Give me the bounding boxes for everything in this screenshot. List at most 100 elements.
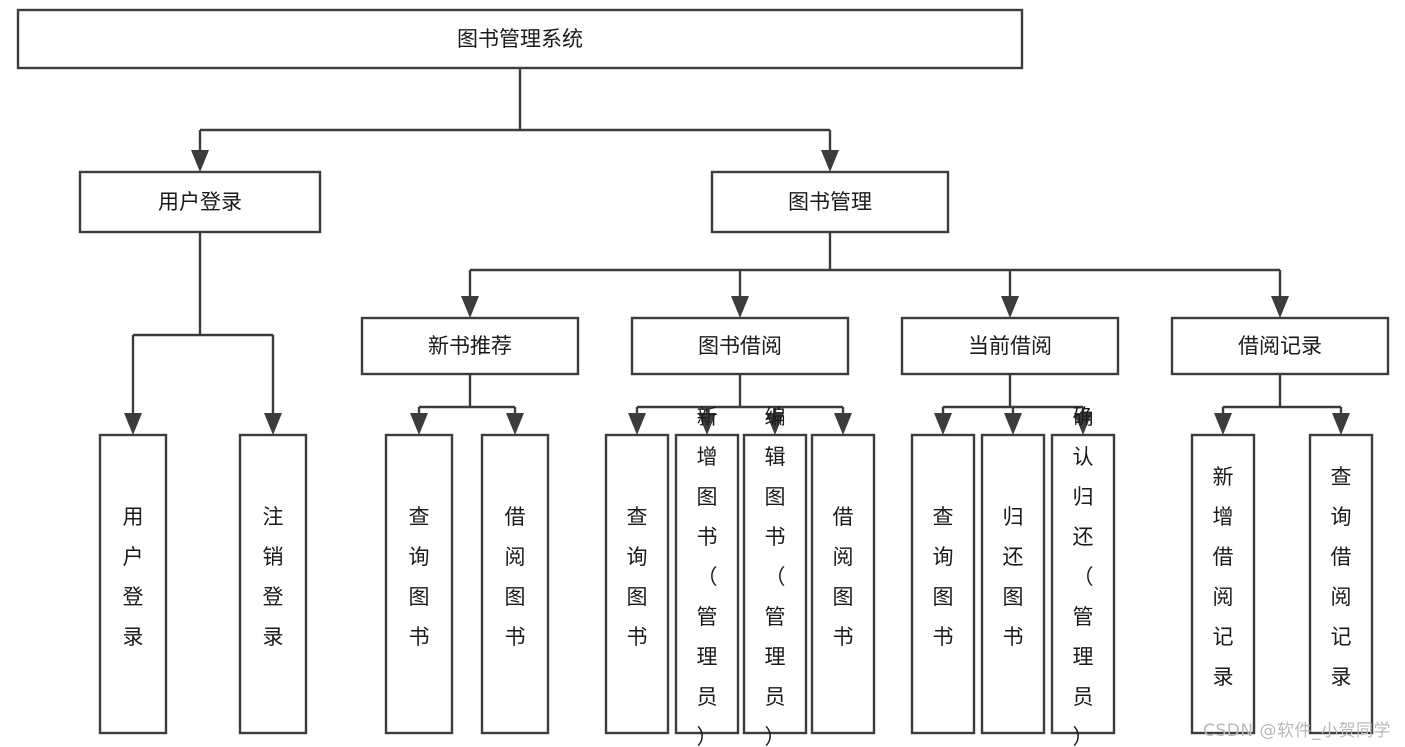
node-leaf-query-book-borrow[interactable]: 查询图书 [604,433,670,735]
branch-leaf-add-book-arrowhead [698,413,716,435]
node-box-root[interactable] [16,8,1024,70]
node-current-borrow[interactable]: 当前借阅 [900,316,1120,376]
node-box-leaf-return-book[interactable] [980,433,1046,735]
node-label-leaf-query-book-rec: 查询图书 [409,505,430,649]
node-label-leaf-add-record: 新增借阅记录 [1213,465,1234,689]
node-new-book-rec[interactable]: 新书推荐 [360,316,580,376]
node-label-char: 登 [263,585,284,609]
branch-leaf-query-book-borrow-arrowhead [628,413,646,435]
node-leaf-confirm-return[interactable]: 确认归还（管理员） [1050,405,1116,747]
node-leaf-add-record[interactable]: 新增借阅记录 [1190,433,1256,735]
node-label-char: 录 [1213,665,1234,689]
connectors-layer [124,68,1350,435]
node-box-current-borrow[interactable] [900,316,1120,376]
branch-leaf-logout-arrowhead [264,413,282,435]
node-label-char: 管 [697,605,718,629]
node-label-char: 用 [123,505,144,529]
node-leaf-add-book[interactable]: 新增图书（管理员） [674,405,740,747]
node-label-char: 查 [627,505,648,529]
node-leaf-borrow-book-rec[interactable]: 借阅图书 [480,433,550,735]
node-leaf-query-book-current[interactable]: 查询图书 [910,433,976,735]
node-box-leaf-logout[interactable] [238,433,308,735]
nodes-layer: 图书管理系统用户登录图书管理新书推荐图书借阅当前借阅借阅记录用户登录注销登录查询… [16,8,1390,747]
csdn-watermark: CSDN @软件_小贺同学 [1203,721,1391,741]
node-label-char: 书 [409,625,430,649]
node-label-root: 图书管理系统 [457,27,583,51]
node-leaf-user-login[interactable]: 用户登录 [98,433,168,735]
branch-leaf-return-book-arrowhead [1004,413,1022,435]
node-label-char: （ [1073,565,1094,589]
node-leaf-logout[interactable]: 注销登录 [238,433,308,735]
node-box-leaf-query-record[interactable] [1308,433,1374,735]
node-box-leaf-query-book-rec[interactable] [384,433,454,735]
node-label-char: 借 [1213,545,1234,569]
node-label-leaf-query-record: 查询借阅记录 [1331,465,1352,689]
node-label-leaf-confirm-return: 确认归还（管理员） [1073,405,1094,747]
node-label-leaf-borrow-book: 借阅图书 [833,505,854,649]
node-label-leaf-query-book-borrow: 查询图书 [627,505,648,649]
node-box-leaf-confirm-return[interactable] [1050,433,1116,735]
node-label-char: 图 [1003,585,1024,609]
branch-book-borrow-arrowhead [731,296,749,318]
node-box-new-book-rec[interactable] [360,316,580,376]
node-box-book-borrow[interactable] [630,316,850,376]
node-label-char: 员 [697,685,718,709]
node-leaf-query-record[interactable]: 查询借阅记录 [1308,433,1374,735]
node-box-leaf-query-book-borrow[interactable] [604,433,670,735]
branch-leaf-query-record-arrowhead [1332,413,1350,435]
node-label-leaf-return-book: 归还图书 [1003,505,1024,649]
node-label-char: 借 [505,505,526,529]
node-box-leaf-add-record[interactable] [1190,433,1256,735]
node-label-char: 销 [263,545,284,569]
node-box-user-login[interactable] [78,170,322,234]
node-label-char: 书 [765,525,786,549]
branch-leaf-borrow-book-rec-arrowhead [506,413,524,435]
node-label-book-manage: 图书管理 [788,190,872,214]
node-leaf-return-book[interactable]: 归还图书 [980,433,1046,735]
node-label-char: 阅 [833,545,854,569]
node-label-char: 书 [833,625,854,649]
node-label-char: 还 [1073,525,1094,549]
node-label-char: 辑 [765,445,786,469]
node-box-book-manage[interactable] [710,170,950,234]
node-box-borrow-record[interactable] [1170,316,1390,376]
node-label-char: 借 [1331,545,1352,569]
node-label-char: 理 [697,645,718,669]
node-box-leaf-user-login[interactable] [98,433,168,735]
node-label-user-login: 用户登录 [158,190,242,214]
node-label-char: 书 [505,625,526,649]
node-box-leaf-query-book-current[interactable] [910,433,976,735]
node-label-char: 图 [505,585,526,609]
node-borrow-record[interactable]: 借阅记录 [1170,316,1390,376]
node-leaf-edit-book[interactable]: 编辑图书（管理员） [742,405,808,747]
node-user-login[interactable]: 用户登录 [78,170,322,234]
node-box-leaf-borrow-book-rec[interactable] [480,433,550,735]
branch-leaf-confirm-return-arrowhead [1074,413,1092,435]
node-label-borrow-record: 借阅记录 [1238,334,1322,358]
node-label-char: 新 [1213,465,1234,489]
node-box-leaf-add-book[interactable] [674,433,740,735]
node-label-char: 书 [933,625,954,649]
node-label-leaf-borrow-book-rec: 借阅图书 [505,505,526,649]
branch-current-borrow-arrowhead [1001,296,1019,318]
branch-borrow-record-arrowhead [1271,296,1289,318]
node-box-leaf-edit-book[interactable] [742,433,808,735]
node-label-char: 归 [1073,485,1094,509]
node-label-char: 员 [1073,685,1094,709]
node-root[interactable]: 图书管理系统 [16,8,1024,70]
node-leaf-query-book-rec[interactable]: 查询图书 [384,433,454,735]
node-leaf-borrow-book[interactable]: 借阅图书 [810,433,876,735]
branch-book-manage-arrowhead [821,150,839,172]
node-label-char: （ [765,565,786,589]
node-book-borrow[interactable]: 图书借阅 [630,316,850,376]
node-label-char: 询 [409,545,430,569]
node-label-char: ） [697,725,718,747]
branch-leaf-edit-book-arrowhead [766,413,784,435]
node-label-char: 新 [697,405,718,429]
node-label-char: 增 [1213,505,1234,529]
node-label-char: 阅 [1213,585,1234,609]
node-label-char: 图 [933,585,954,609]
node-box-leaf-borrow-book[interactable] [810,433,876,735]
node-book-manage[interactable]: 图书管理 [710,170,950,234]
node-label-char: 书 [697,525,718,549]
